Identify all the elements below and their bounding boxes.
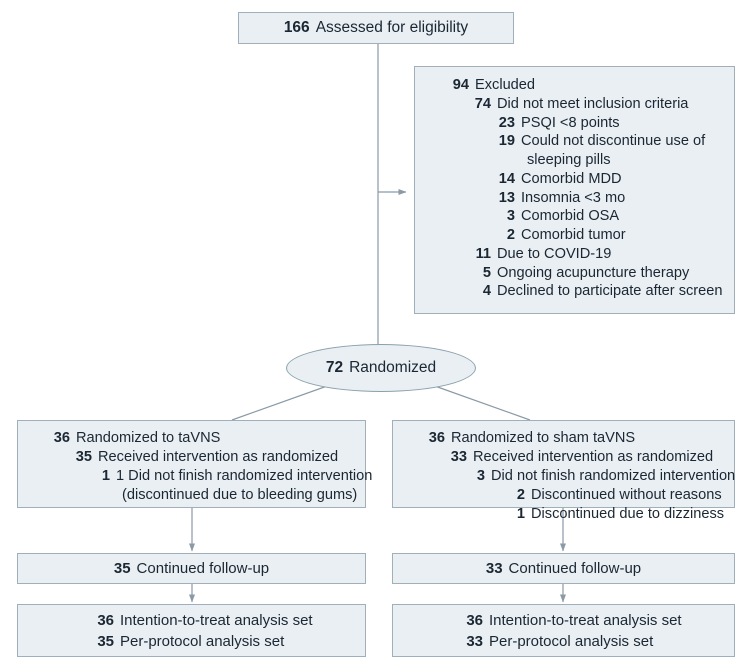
eligibility-count: 166 [283,18,310,36]
excluded-label: PSQI <8 points [521,114,620,131]
excluded-label: Could not discontinue use of [521,133,706,150]
arm-line: 3 Did not finish randomized intervention [451,467,735,486]
excluded-line: 2 Comorbid tumor [475,226,726,245]
excluded-count: 13 [498,189,515,206]
arm-line: 1 Discontinued due to dizziness [451,505,728,524]
arm-count: 1 [516,505,525,522]
box-excluded: 94 Excluded 74 Did not meet inclusion cr… [414,66,735,314]
arm-count: 1 [101,467,110,484]
excluded-count: 23 [498,114,515,131]
arm-line-continuation: (discontinued due to bleeding gums) [76,486,359,505]
excluded-label: Ongoing acupuncture therapy [497,264,690,281]
excluded-count: 11 [475,245,491,262]
analysis-label: Per-protocol analysis set [120,632,285,650]
box-arm-tavns: 36 Randomized to taVNS 35 Received inter… [17,420,372,508]
arm-line: 35 Received intervention as randomized [58,448,359,467]
randomized-line: 72 Randomized [326,358,436,378]
excluded-count: 2 [506,227,515,243]
analysis-label: Intention-to-treat analysis set [120,612,313,629]
analysis-count: 36 [466,612,483,629]
arm-count: 33 [450,448,467,465]
excluded-label: Comorbid tumor [521,227,626,243]
excluded-line: 94 Excluded [429,76,726,95]
excluded-label: Excluded [475,77,536,93]
box-assessed-for-eligibility: 166 Assessed for eligibility [238,12,514,44]
excluded-count: 5 [482,264,491,281]
arm-label: Discontinued due to dizziness [531,505,725,522]
connector-randomized-to-left-arm [231,384,331,421]
analysis-count: 36 [97,612,114,629]
excluded-line: 4 Declined to participate after screen [451,282,726,301]
excluded-line-continuation: sleeping pills [475,151,726,170]
excluded-count: 74 [474,95,491,112]
arm-count: 36 [428,430,445,446]
arm-label: Received intervention as randomized [473,448,714,465]
excluded-line: 19 Could not discontinue use of [475,132,726,151]
box-followup-tavns: 35 Continued follow-up [17,553,366,584]
excluded-label: Comorbid OSA [521,208,620,225]
excluded-line: 5 Ongoing acupuncture therapy [451,264,726,283]
excluded-count: 3 [506,208,515,225]
followup-line: 35 Continued follow-up [114,559,269,579]
excluded-line: 11 Due to COVID-19 [451,245,726,264]
analysis-line: 35 Per-protocol analysis set [86,632,365,653]
excluded-label: Declined to participate after screen [497,283,723,300]
arm-count: 2 [516,486,525,503]
arm-count: 36 [53,430,70,446]
arm-label: Randomized to sham taVNS [451,430,636,446]
arm-line: 36 Randomized to sham taVNS [411,429,728,448]
excluded-line: 3 Comorbid OSA [475,207,726,226]
eligibility-label: Assessed for eligibility [315,18,469,36]
excluded-line: 14 Comorbid MDD [475,170,726,189]
analysis-line: 36 Intention-to-treat analysis set [455,611,734,632]
eligibility-line: 166 Assessed for eligibility [284,18,468,38]
analysis-count: 33 [466,632,483,650]
followup-label: Continued follow-up [508,559,642,577]
randomized-count: 72 [325,358,344,376]
analysis-count: 35 [97,632,114,650]
arm-line: 1 1 Did not finish randomized interventi… [76,467,372,486]
arm-label: Received intervention as randomized [98,448,339,465]
excluded-count: 94 [452,77,469,93]
arm-line: 2 Discontinued without reasons [451,486,728,505]
excluded-count: 14 [498,170,515,187]
arm-line: 36 Randomized to taVNS [36,429,359,448]
excluded-line: 74 Did not meet inclusion criteria [451,95,726,114]
connector-randomized-to-right-arm [431,384,531,421]
arm-label: (discontinued due to bleeding gums) [122,486,358,503]
excluded-count: 4 [482,283,491,300]
excluded-label: Insomnia <3 mo [521,189,626,206]
analysis-line: 33 Per-protocol analysis set [455,632,734,653]
box-arm-sham-tavns: 36 Randomized to sham taVNS 33 Received … [392,420,735,522]
analysis-label: Intention-to-treat analysis set [489,612,682,629]
arm-label: Discontinued without reasons [531,486,722,503]
followup-line: 33 Continued follow-up [486,559,641,579]
arm-label: Randomized to taVNS [76,430,221,446]
arm-line: 33 Received intervention as randomized [433,448,728,467]
ellipse-randomized: 72 Randomized [286,344,476,392]
excluded-label: Did not meet inclusion criteria [497,95,689,112]
arm-count: 35 [75,448,92,465]
excluded-count: 19 [498,133,515,150]
arm-label: Did not finish randomized intervention [491,467,736,484]
analysis-line: 36 Intention-to-treat analysis set [86,611,365,632]
excluded-label: Comorbid MDD [521,170,622,187]
analysis-label: Per-protocol analysis set [489,632,654,650]
excluded-line: 23 PSQI <8 points [475,114,726,133]
excluded-line: 13 Insomnia <3 mo [475,189,726,208]
excluded-label: sleeping pills [527,152,611,168]
box-analysis-tavns: 36 Intention-to-treat analysis set 35 Pe… [17,604,366,657]
excluded-label: Due to COVID-19 [497,245,612,262]
box-analysis-sham-tavns: 36 Intention-to-treat analysis set 33 Pe… [392,604,735,657]
followup-count: 35 [113,559,131,577]
arm-count: 3 [476,467,485,484]
randomized-label: Randomized [349,358,437,376]
followup-count: 33 [485,559,503,577]
arm-label: 1 Did not finish randomized intervention [116,467,373,484]
box-followup-sham-tavns: 33 Continued follow-up [392,553,735,584]
followup-label: Continued follow-up [136,559,270,577]
